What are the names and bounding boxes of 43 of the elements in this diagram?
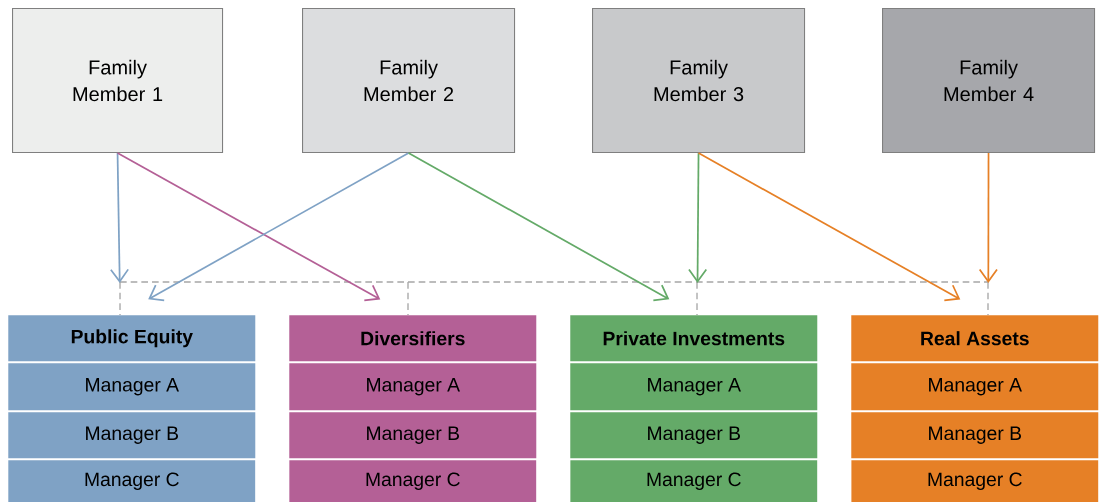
manager-box: Manager B: [289, 412, 537, 459]
node-label: Manager C: [928, 472, 1022, 491]
person-box: Family Member 2: [302, 8, 516, 154]
arrow: [110, 152, 130, 283]
node-label: Private Investments: [603, 331, 785, 346]
node-label: Manager B: [929, 426, 1021, 444]
manager-box: Manager B: [570, 412, 818, 459]
node-label: Manager A: [86, 378, 179, 396]
manager-box: Manager A: [8, 363, 256, 411]
manager-box: Manager C: [289, 460, 537, 502]
category-header: Real Assets: [851, 315, 1099, 362]
manager-box: Manager C: [851, 460, 1099, 502]
manager-box: Manager C: [8, 460, 256, 502]
node-label: Manager C: [647, 472, 741, 491]
category-header: Diversifiers: [289, 315, 537, 362]
arrow: [978, 152, 998, 283]
node-label: Public Equity: [71, 329, 193, 348]
node-label: Manager B: [86, 426, 179, 444]
node-label: Manager A: [367, 378, 460, 396]
person-box: Family Member 1: [12, 8, 224, 154]
arrow: [407, 152, 670, 302]
arrow: [688, 152, 708, 283]
manager-box: Manager B: [8, 412, 256, 459]
arrow: [116, 152, 381, 302]
node-label: Manager A: [929, 378, 1022, 396]
manager-box: Manager A: [289, 363, 537, 411]
manager-box: Manager A: [570, 363, 818, 411]
node-label: Manager B: [648, 426, 741, 444]
manager-box: Manager A: [851, 363, 1099, 411]
arrow: [697, 152, 961, 302]
person-box: Family Member 3: [592, 8, 806, 154]
manager-box: Manager C: [570, 460, 818, 502]
manager-box: Manager B: [851, 412, 1099, 459]
arrow: [148, 152, 410, 302]
person-box: Family Member 4: [882, 8, 1096, 154]
node-label: Real Assets: [921, 331, 1029, 346]
category-header: Public Equity: [8, 315, 256, 362]
category-header: Private Investments: [570, 315, 818, 362]
node-label: Manager C: [366, 472, 460, 491]
node-label: Manager B: [367, 426, 460, 444]
node-label: Diversifiers: [361, 331, 465, 346]
node-label: Manager C: [85, 472, 179, 491]
node-label: Manager A: [648, 378, 741, 396]
